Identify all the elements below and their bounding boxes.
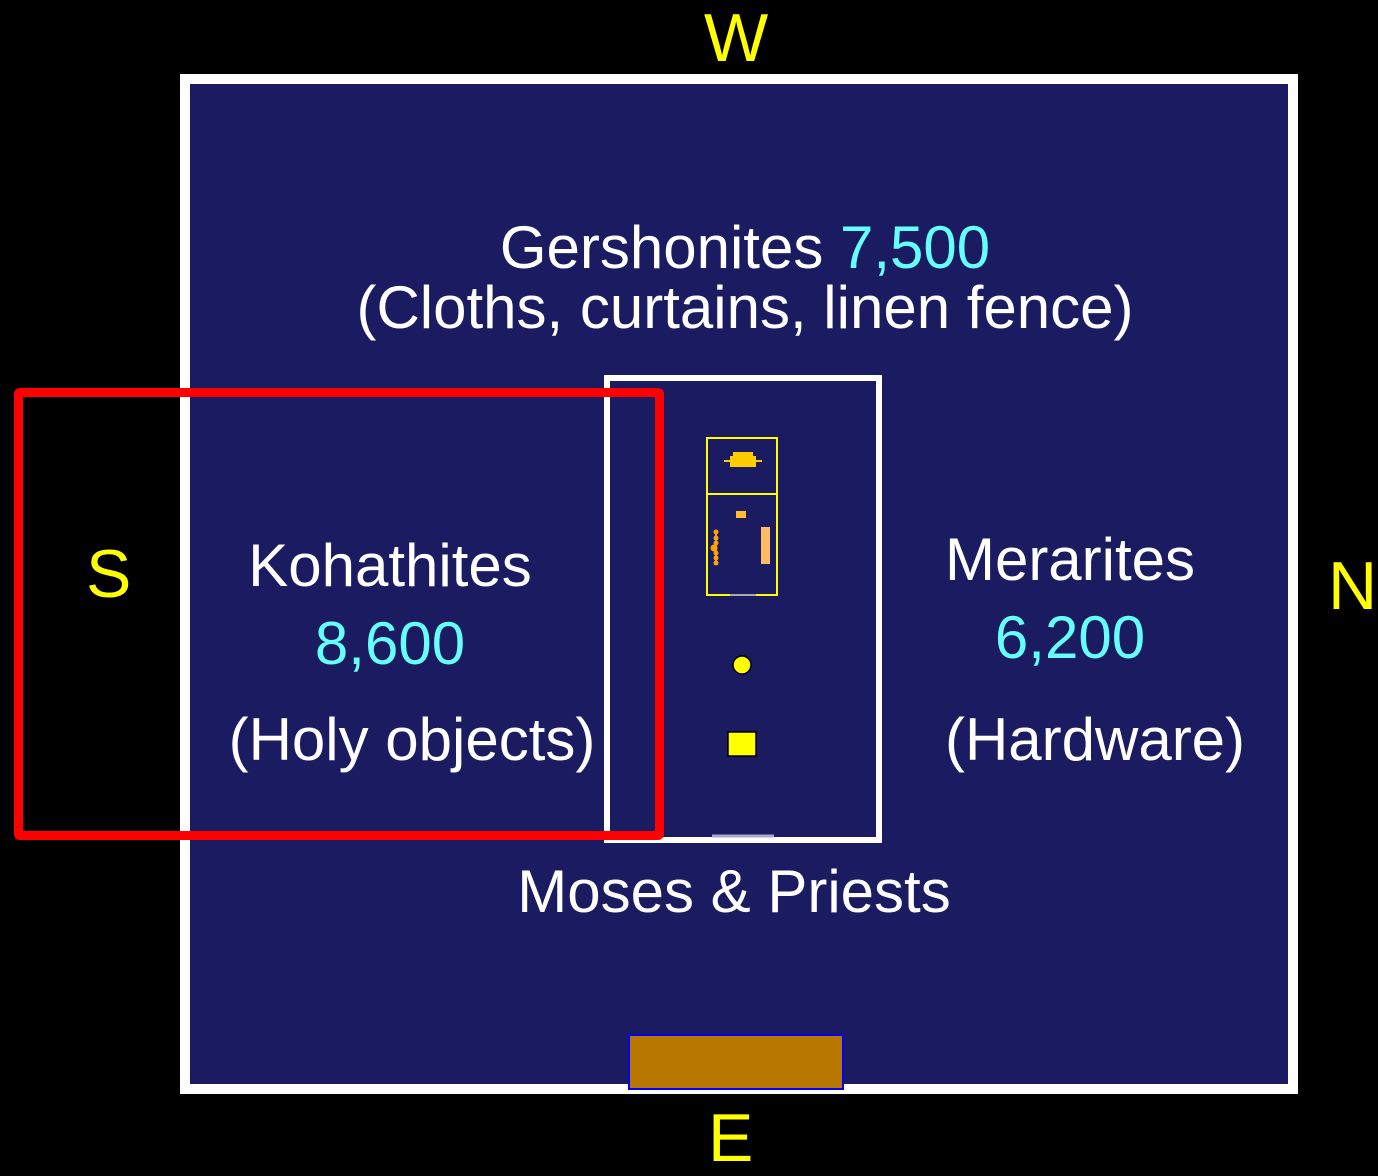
tabernacle-diagram — [706, 437, 778, 838]
merarites-duty: (Hardware) — [944, 706, 1246, 773]
ark-icon — [724, 452, 762, 467]
kohathites-duty: (Holy objects) — [228, 706, 596, 773]
kohathites-name: Kohathites — [248, 532, 532, 599]
kohathites-count: 8,600 — [314, 610, 466, 677]
north-label: N — [1328, 548, 1378, 624]
gershonites-count: 7,500 — [840, 214, 991, 281]
incense-altar-icon — [736, 511, 746, 518]
gershonites-duty: (Cloths, curtains, linen fence) — [356, 274, 1134, 341]
showbread-table-icon — [761, 527, 770, 564]
camp-gate — [628, 1034, 844, 1090]
highlight-box — [14, 388, 664, 840]
gershonites-name: Gershonites — [499, 214, 824, 281]
laver-icon — [732, 655, 752, 675]
lampstand-icon — [710, 529, 719, 566]
merarites-count: 6,200 — [994, 604, 1146, 671]
merarites-name: Merarites — [944, 526, 1196, 593]
moses-priests-label: Moses & Priests — [517, 858, 951, 925]
bronze-altar-icon — [727, 731, 757, 757]
gershonites-heading: Gershonites 7,500 — [330, 218, 1160, 278]
south-label: S — [86, 536, 132, 612]
east-label: E — [708, 1100, 754, 1176]
west-label: W — [704, 0, 769, 76]
